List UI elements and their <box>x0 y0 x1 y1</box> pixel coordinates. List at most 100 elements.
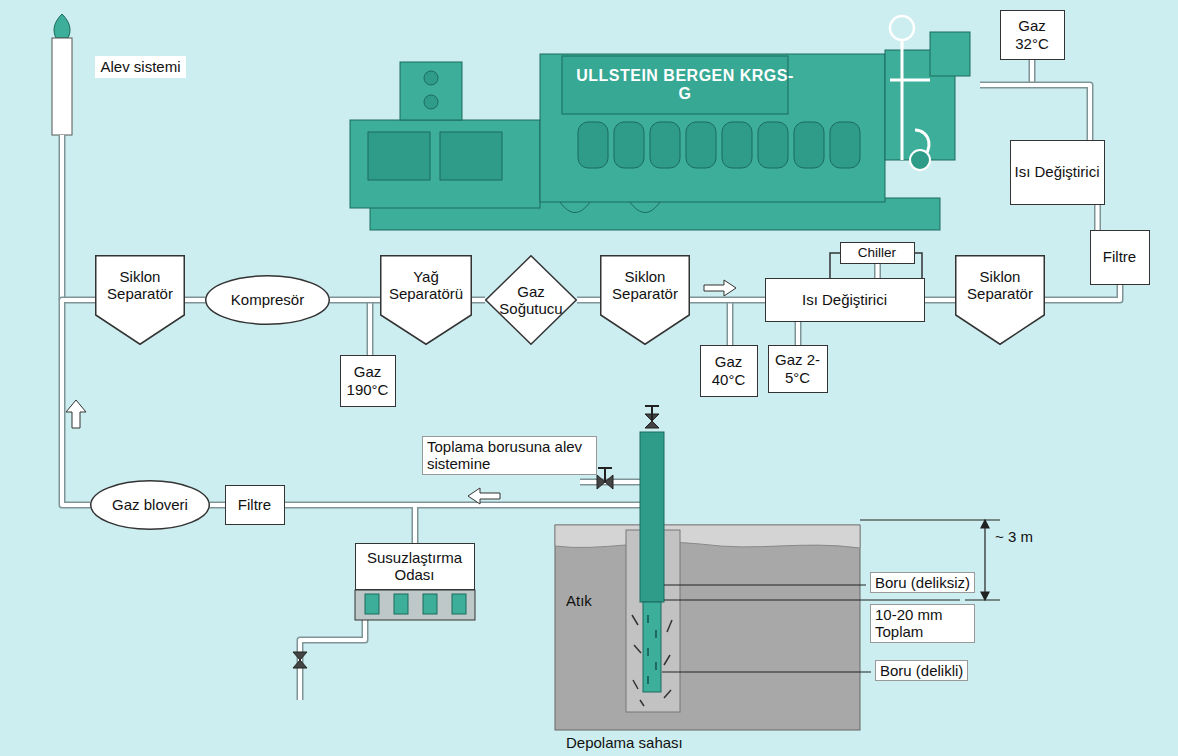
node-text: Isı Değiştirici <box>1014 163 1100 180</box>
pipe-outline <box>210 502 225 509</box>
part-label: Depolama sahası <box>566 734 683 751</box>
flow-arrow <box>468 488 500 504</box>
node-text: Gaz Soğutucu <box>499 283 563 318</box>
text-wrap: Gaz Soğutucu <box>499 283 563 318</box>
heat-exchanger-box: Isı Değiştirici <box>765 278 925 322</box>
gas-engine <box>350 16 970 230</box>
text-wrap: Gaz 190°C <box>344 363 391 398</box>
pipe-outline <box>577 297 600 304</box>
pipe-inner <box>210 503 225 507</box>
text-wrap: Filtre <box>1094 248 1145 265</box>
text-wrap: Siklon Separatör <box>97 268 183 303</box>
text-wrap: Siklon Separatör <box>602 268 688 303</box>
text-wrap: Yağ Separatörü <box>382 268 470 303</box>
cyclone-separator: Siklon Separatör <box>600 255 690 345</box>
pipe-outline <box>925 297 955 304</box>
text-area: Yağ Separatörü <box>382 257 470 313</box>
text-wrap: Gaz 40°C <box>704 353 753 388</box>
dimension-lines <box>662 520 1000 672</box>
flare-system: Alev sistemi <box>40 15 210 140</box>
text-area: Filtre <box>1094 233 1145 281</box>
gas-pipe <box>330 300 380 301</box>
text-wrap: Kompresör <box>217 291 318 308</box>
gas-pipe <box>690 300 765 301</box>
gauge-box: Gaz 2-5°C <box>768 345 828 393</box>
flow-arrow <box>66 400 86 428</box>
node-text: Gaz 2-5°C <box>772 351 823 386</box>
gas-pipe <box>980 85 1090 140</box>
text-area: Filtre <box>229 488 280 521</box>
pipe-outline <box>185 297 205 304</box>
text-wrap: Gaz 2-5°C <box>772 351 823 386</box>
node-text: Siklon Separatör <box>957 268 1043 303</box>
gas-pipe <box>1097 205 1098 230</box>
text-area: Chiller <box>844 245 910 260</box>
gas-pipe <box>577 300 600 301</box>
text-wrap: Chiller <box>844 245 910 261</box>
gas-pipe <box>1045 285 1120 300</box>
text-area: Gaz bloveri <box>102 483 198 527</box>
pipe-inner <box>1045 285 1120 300</box>
text-area: Isı Değiştirici <box>769 281 920 318</box>
text-area: ULLSTEIN BERGEN KRGS-G <box>570 60 800 110</box>
blower-ellipse: Gaz bloveri <box>90 480 210 530</box>
pipe-outline <box>1045 285 1120 300</box>
part-label: Atık <box>566 592 592 609</box>
node-text: Siklon Separatör <box>97 268 183 303</box>
chiller-box: Chiller <box>840 242 915 264</box>
part-label: Boru (delikli) <box>875 660 968 681</box>
part-label: Boru (deliksiz) <box>870 572 975 593</box>
gas-cooler-diamond: Gaz Soğutucu <box>485 255 577 345</box>
dimension-label: ~ 3 m <box>995 528 1033 545</box>
text-wrap: ULLSTEIN BERGEN KRGS-G <box>570 67 800 104</box>
flow-arrow <box>704 280 736 296</box>
compressor-ellipse: Kompresör <box>205 275 330 325</box>
landfill <box>555 525 860 730</box>
text-wrap: Isı Değiştirici <box>1014 163 1100 180</box>
text-area: Gaz 40°C <box>704 348 753 393</box>
pipe-inner <box>796 322 800 345</box>
oil-separator: Yağ Separatörü <box>380 255 472 345</box>
node-text: Siklon Separatör <box>602 268 688 303</box>
pipe-outline <box>874 264 881 278</box>
pipe-inner <box>876 264 880 278</box>
node-text: Isı Değiştirici <box>769 291 920 308</box>
pipe-outline <box>690 297 765 304</box>
node-text: Gaz 190°C <box>344 363 391 398</box>
text-area: Kompresör <box>217 278 318 322</box>
gas-pipe <box>185 300 205 301</box>
pipe-outline <box>1094 205 1101 230</box>
pipe-outline <box>62 300 95 505</box>
heat-exchanger-box: Isı Değiştirici <box>1010 140 1105 205</box>
text-wrap: Alev sistemi <box>83 56 198 77</box>
gas-pipe <box>877 264 878 278</box>
node-text: Yağ Separatörü <box>382 268 470 303</box>
node-text: Kompresör <box>217 291 318 308</box>
node-text: Alev sistemi <box>95 56 185 77</box>
text-area: Isı Değiştirici <box>1014 143 1100 201</box>
cyclone-separator: Siklon Separatör <box>955 255 1045 345</box>
text-area: Susuzlaştırma Odası <box>359 546 470 586</box>
text-wrap: Susuzlaştırma Odası <box>359 549 470 584</box>
pipe-inner <box>472 298 485 302</box>
text-wrap: Gaz 32°C <box>1004 17 1060 52</box>
gas-pipe <box>798 322 799 345</box>
text-area: Gaz Soğutucu <box>499 279 563 321</box>
dewatering-room: Susuzlaştırma Odası <box>355 543 475 590</box>
text-wrap: Gaz bloveri <box>102 496 198 513</box>
pipe-outline <box>330 297 380 304</box>
filter-box: Filtre <box>1090 230 1150 285</box>
gas-engine: ULLSTEIN BERGEN KRGS-G <box>330 10 980 235</box>
node-text: Gaz 40°C <box>704 353 753 388</box>
pipe-inner <box>980 85 1090 140</box>
pipe-outline <box>62 60 1032 700</box>
node-text: ULLSTEIN BERGEN KRGS-G <box>570 67 800 104</box>
node-text: Susuzlaştırma Odası <box>359 549 470 584</box>
dewatering-tank <box>355 590 475 620</box>
gas-pipe <box>210 505 225 506</box>
node-text: Gaz bloveri <box>102 496 198 513</box>
node-text: Chiller <box>844 245 910 261</box>
pipe-inner <box>330 298 380 302</box>
pipe-outline <box>980 85 1090 140</box>
node-text: Filtre <box>229 496 280 513</box>
